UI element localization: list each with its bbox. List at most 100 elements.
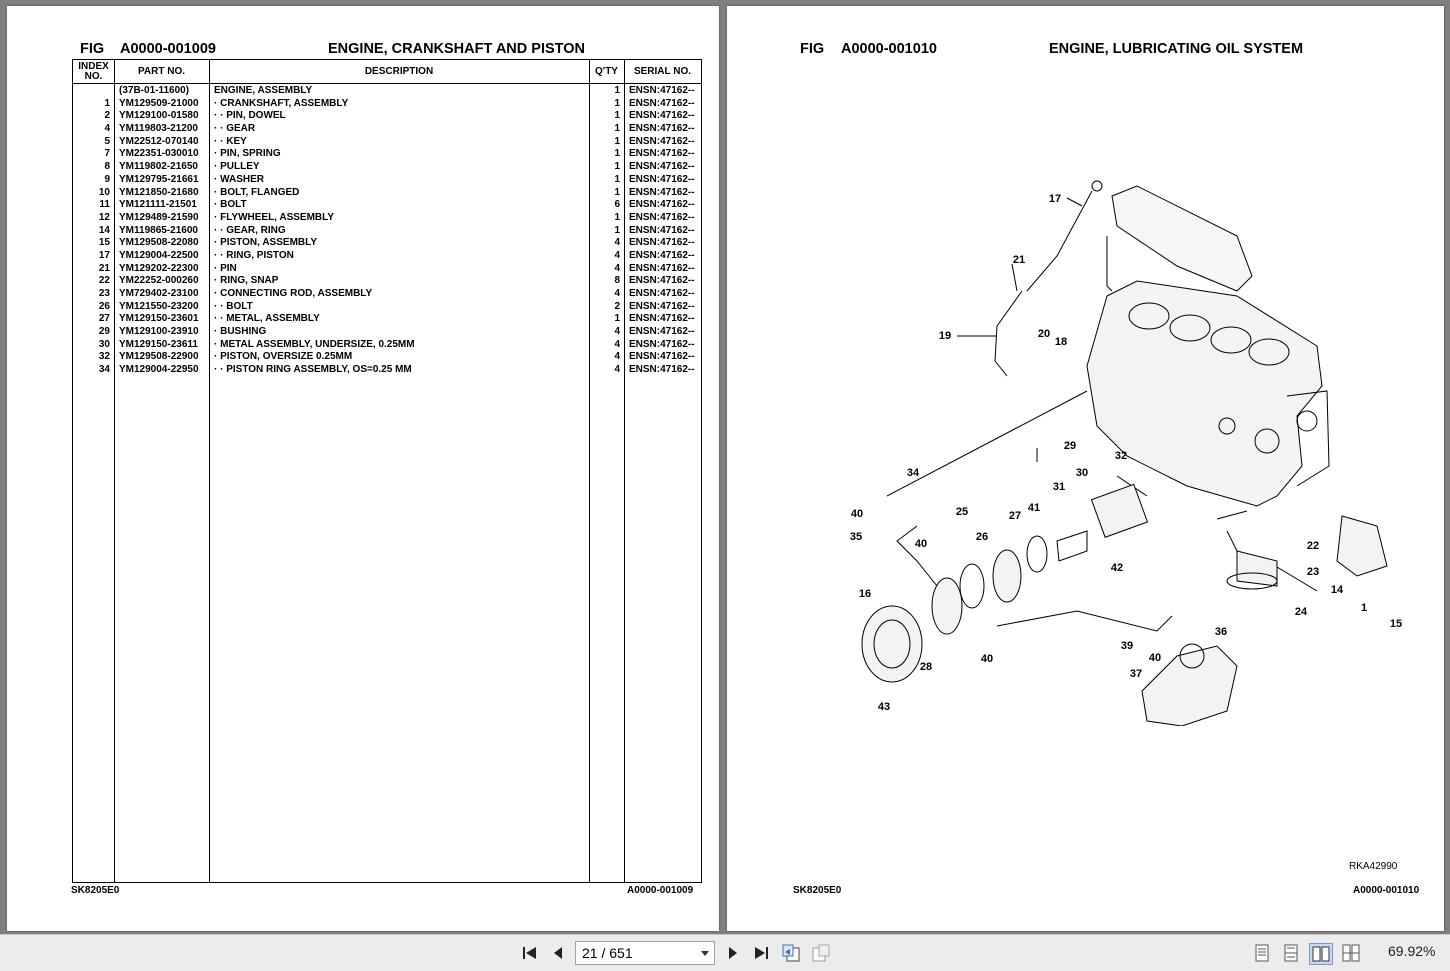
qty-cell: 2 — [614, 300, 620, 312]
qty-cell: 1 — [614, 85, 620, 96]
col-header-description: DESCRIPTION — [364, 65, 434, 77]
index-cell: 5 — [104, 135, 110, 147]
callout-label: 14 — [1331, 584, 1344, 596]
next-page-icon[interactable] — [722, 943, 744, 963]
index-cell: 8 — [104, 161, 110, 173]
callout-label: 40 — [915, 538, 927, 550]
qty-cell: 1 — [614, 313, 620, 325]
callout-label: 40 — [851, 508, 863, 520]
description-cell: · · RING, PISTON — [214, 249, 294, 261]
index-cell: 7 — [104, 148, 110, 160]
serial-cell: ENSN:47162-- — [629, 123, 695, 135]
description-cell: · · BOLT — [214, 300, 253, 312]
callout-label: 36 — [1215, 626, 1227, 638]
description-cell: · PIN — [214, 262, 237, 274]
part-no-cell: YM119803-21200 — [119, 123, 198, 135]
index-cell: 12 — [98, 211, 110, 223]
part-no-cell: YM129202-22300 — [119, 262, 199, 274]
part-no-cell: YM121550-23200 — [119, 300, 199, 312]
index-cell: 14 — [98, 224, 110, 236]
description-cell: · METAL ASSEMBLY, UNDERSIZE, 0.25MM — [214, 338, 415, 350]
description-cell: · · METAL, ASSEMBLY — [214, 313, 320, 325]
index-cell: 1 — [104, 97, 110, 109]
go-forward-view-icon[interactable] — [810, 943, 832, 963]
continuous-page-view-icon[interactable] — [1280, 943, 1302, 963]
last-page-icon[interactable] — [750, 943, 772, 963]
drawing-code: RKA42990 — [1349, 861, 1398, 872]
callout-label: 26 — [976, 531, 988, 543]
two-page-continuous-view-icon[interactable] — [1340, 943, 1362, 963]
serial-cell: ENSN:47162-- — [629, 199, 695, 211]
index-cell: 11 — [99, 199, 110, 211]
callout-label: 31 — [1053, 481, 1065, 493]
index-cell: 26 — [98, 300, 110, 312]
part-no-cell: YM121850-21680 — [119, 186, 199, 198]
callout-label: 32 — [1115, 450, 1127, 462]
index-cell: 9 — [104, 173, 110, 185]
qty-cell: 8 — [614, 275, 620, 287]
callout-label: 17 — [1049, 193, 1061, 205]
document-viewport[interactable]: FIG A0000-001009 ENGINE, CRANKSHAFT AND … — [0, 0, 1450, 934]
qty-cell: 1 — [614, 135, 620, 147]
qty-cell: 4 — [614, 237, 620, 249]
serial-cell: ENSN:47162-- — [629, 326, 695, 338]
part-no-cell: YM22351-030010 — [119, 148, 199, 160]
serial-cell: ENSN:47162-- — [629, 186, 695, 198]
qty-cell: 6 — [614, 199, 620, 211]
serial-cell: ENSN:47162-- — [629, 135, 695, 147]
fig-label: FIG — [80, 41, 105, 57]
callout-label: 43 — [878, 701, 890, 713]
two-page-view-icon[interactable] — [1309, 943, 1333, 965]
part-no-cell: YM129489-21590 — [119, 211, 199, 223]
serial-cell: ENSN:47162-- — [629, 161, 695, 173]
serial-cell: ENSN:47162-- — [629, 275, 695, 287]
description-cell: · · GEAR, RING — [214, 224, 286, 236]
part-no-cell: YM129508-22080 — [119, 237, 199, 249]
serial-cell: ENSN:47162-- — [629, 110, 695, 122]
index-cell: 30 — [98, 338, 110, 350]
left-page: FIG A0000-001009 ENGINE, CRANKSHAFT AND … — [7, 6, 719, 931]
part-no-cell: YM119865-21600 — [119, 224, 198, 236]
part-no-cell: YM129150-23611 — [119, 338, 198, 350]
index-cell: 4 — [104, 123, 110, 135]
fig-label: FIG — [800, 41, 825, 57]
table-row: 30 YM129150-23611 · METAL ASSEMBLY, UNDERS… — [73, 339, 701, 352]
index-cell: 22 — [98, 275, 110, 287]
description-cell: · PISTON, OVERSIZE 0.25MM — [214, 351, 353, 363]
page-number-select[interactable]: 21 / 651 — [575, 941, 715, 965]
callout-label: 24 — [1295, 606, 1308, 618]
callout-label: 29 — [1064, 440, 1076, 452]
qty-cell: 4 — [614, 262, 620, 274]
index-cell: 27 — [98, 313, 110, 325]
first-page-icon[interactable] — [519, 943, 541, 963]
index-cell: 23 — [98, 288, 110, 299]
go-back-view-icon[interactable] — [780, 943, 802, 963]
description-cell: · BOLT, FLANGED — [214, 186, 300, 198]
callout-label: 20 — [1038, 328, 1050, 340]
part-no-cell: (37B-01-11600) — [119, 85, 190, 96]
callout-label: 40 — [981, 653, 993, 665]
callout-label: 18 — [1055, 336, 1067, 348]
previous-page-icon[interactable] — [547, 943, 569, 963]
zoom-level[interactable]: 69.92% — [1388, 943, 1436, 959]
col-header-serial: SERIAL NO. — [633, 65, 692, 77]
single-page-view-icon[interactable] — [1251, 943, 1273, 963]
description-cell: · CONNECTING ROD, ASSEMBLY — [214, 288, 373, 299]
serial-cell: ENSN:47162-- — [629, 338, 695, 350]
fig-number: A0000-001010 — [841, 41, 937, 57]
qty-cell: 1 — [614, 148, 620, 160]
qty-cell: 4 — [614, 338, 620, 350]
footer-right: A0000-001010 — [1353, 885, 1420, 896]
page-indicator: 21 / 651 — [582, 945, 633, 961]
footer-right: A0000-001009 — [627, 885, 694, 896]
